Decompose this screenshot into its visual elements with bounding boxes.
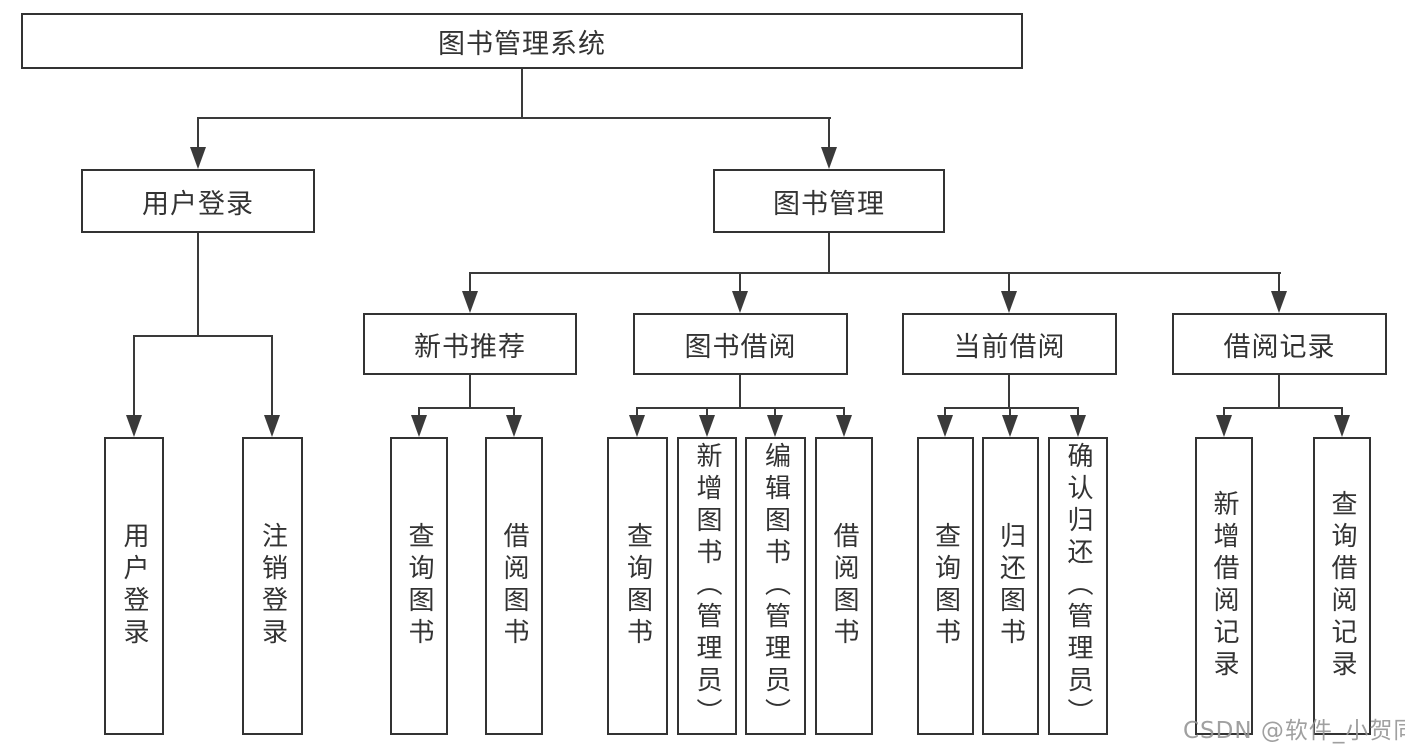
node-query-books-2: 查询图书 xyxy=(607,437,668,735)
connector-line xyxy=(944,407,1079,409)
node-borrow-books-2: 借阅图书 xyxy=(815,437,873,735)
connector-line xyxy=(197,233,199,336)
arrowhead-icon xyxy=(732,291,748,313)
node-label: 查询图书 xyxy=(622,522,653,650)
node-edit-books-admin: 编辑图书（管理员） xyxy=(745,437,806,735)
node-current-borrowing: 当前借阅 xyxy=(902,313,1117,375)
connector-line xyxy=(739,272,741,292)
node-book-borrowing: 图书借阅 xyxy=(633,313,848,375)
arrowhead-icon xyxy=(462,291,478,313)
arrowhead-icon xyxy=(1070,415,1086,437)
node-label: 查询图书 xyxy=(404,522,434,650)
arrowhead-icon xyxy=(836,415,852,437)
node-label: 确认归还（管理员） xyxy=(1063,442,1093,730)
connector-line xyxy=(636,407,638,417)
arrowhead-icon xyxy=(1271,291,1287,313)
node-label: 用户登录 xyxy=(119,522,149,650)
connector-line xyxy=(133,335,273,337)
connector-line xyxy=(843,407,845,417)
node-label: 用户登录 xyxy=(142,188,254,220)
node-new-book-recommend: 新书推荐 xyxy=(363,313,577,375)
connector-line xyxy=(1341,407,1343,417)
node-book-management-branch: 图书管理 xyxy=(713,169,945,233)
node-borrow-books-1: 借阅图书 xyxy=(485,437,543,735)
node-add-books-admin: 新增图书（管理员） xyxy=(677,437,737,735)
connector-line xyxy=(1278,272,1280,292)
node-label: 编辑图书（管理员） xyxy=(760,442,791,730)
node-label: 查询借阅记录 xyxy=(1327,490,1357,682)
node-query-books-3: 查询图书 xyxy=(917,437,974,735)
watermark-text: CSDN @软件_小贺同学 xyxy=(1183,718,1405,744)
arrowhead-icon xyxy=(126,415,142,437)
node-borrowing-records: 借阅记录 xyxy=(1172,313,1387,375)
arrowhead-icon xyxy=(767,415,783,437)
node-logout-action: 注销登录 xyxy=(242,437,303,735)
connector-line xyxy=(1008,272,1010,292)
connector-line xyxy=(636,407,845,409)
node-confirm-return-admin: 确认归还（管理员） xyxy=(1048,437,1108,735)
node-query-books-1: 查询图书 xyxy=(390,437,448,735)
node-label: 新书推荐 xyxy=(414,331,526,363)
arrowhead-icon xyxy=(1334,415,1350,437)
node-label: 查询图书 xyxy=(930,522,961,650)
connector-line xyxy=(133,335,135,416)
connector-line xyxy=(197,117,199,149)
arrowhead-icon xyxy=(937,415,953,437)
node-root-label: 图书管理系统 xyxy=(438,28,606,60)
connector-line xyxy=(1077,407,1079,417)
connector-line xyxy=(418,407,515,409)
node-label: 借阅记录 xyxy=(1223,331,1336,363)
node-query-borrow-record: 查询借阅记录 xyxy=(1313,437,1371,735)
arrowhead-icon xyxy=(411,415,427,437)
arrowhead-icon xyxy=(506,415,522,437)
connector-line xyxy=(521,69,523,117)
connector-line xyxy=(1278,375,1280,409)
connector-line xyxy=(271,335,273,416)
node-label: 新增借阅记录 xyxy=(1209,490,1239,682)
connector-line xyxy=(739,375,741,409)
connector-line xyxy=(828,117,830,149)
node-add-borrow-record: 新增借阅记录 xyxy=(1195,437,1253,735)
node-label: 图书借阅 xyxy=(684,331,797,363)
connector-line xyxy=(418,407,420,417)
node-label: 归还图书 xyxy=(995,522,1026,650)
node-label: 借阅图书 xyxy=(499,522,529,650)
arrowhead-icon xyxy=(821,147,837,169)
connector-line xyxy=(706,407,708,417)
arrowhead-icon xyxy=(1002,415,1018,437)
arrowhead-icon xyxy=(1001,291,1017,313)
connector-line xyxy=(774,407,776,417)
connector-line xyxy=(469,272,1281,274)
arrowhead-icon xyxy=(699,415,715,437)
arrowhead-icon xyxy=(190,147,206,169)
connector-line xyxy=(469,375,471,409)
connector-line xyxy=(1223,407,1343,409)
node-user-login-branch: 用户登录 xyxy=(81,169,315,233)
node-user-login-action: 用户登录 xyxy=(104,437,164,735)
arrowhead-icon xyxy=(1216,415,1232,437)
node-label: 注销登录 xyxy=(257,522,288,650)
node-label: 图书管理 xyxy=(773,188,885,220)
arrowhead-icon xyxy=(629,415,645,437)
connector-line xyxy=(469,272,471,292)
connector-line xyxy=(1223,407,1225,417)
node-root: 图书管理系统 xyxy=(21,13,1023,69)
connector-line xyxy=(197,117,831,119)
arrowhead-icon xyxy=(264,415,280,437)
node-return-books: 归还图书 xyxy=(982,437,1039,735)
node-label: 借阅图书 xyxy=(829,522,859,650)
connector-line xyxy=(1008,375,1010,409)
connector-line xyxy=(1009,407,1011,417)
connector-line xyxy=(944,407,946,417)
connector-line xyxy=(828,233,830,274)
connector-line xyxy=(513,407,515,417)
node-label: 当前借阅 xyxy=(953,331,1066,363)
node-label: 新增图书（管理员） xyxy=(692,442,722,730)
